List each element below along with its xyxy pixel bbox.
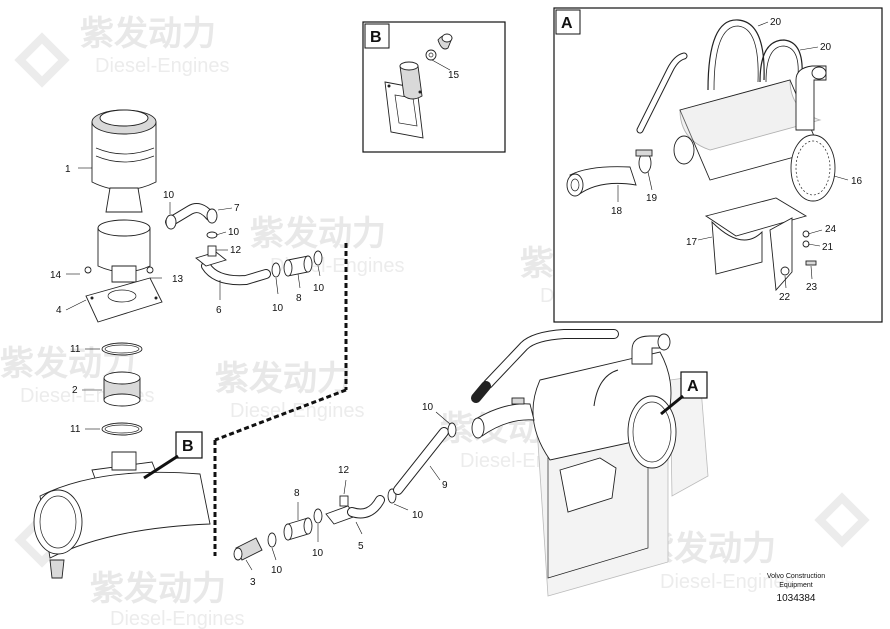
- part-label: 15: [448, 70, 460, 81]
- part-label: 18: [611, 206, 623, 217]
- part-label: 10: [422, 402, 434, 413]
- callout-a: A: [660, 371, 708, 416]
- upper-pipe-set: 10 7 10 12 6 10 8 10: [163, 190, 325, 316]
- detail-b-plug-part: [425, 33, 453, 61]
- part-label: 24: [825, 224, 837, 235]
- part-label: 11: [70, 424, 81, 435]
- part-label: 11: [70, 344, 81, 355]
- part-label: 22: [779, 292, 791, 303]
- watermark-brand-en: Diesel-Engines: [660, 571, 795, 593]
- precleaner-part: [91, 109, 157, 213]
- clamp-part: [206, 231, 218, 239]
- clamp-part: [271, 262, 281, 278]
- fitting-3-part: [233, 537, 263, 561]
- part-label: 21: [822, 242, 834, 253]
- detail-a-clamp-part: [635, 149, 653, 174]
- part-label: 10: [228, 227, 240, 238]
- part-label: 10: [163, 190, 175, 201]
- bracket-5-part: [325, 495, 385, 525]
- part-label: 20: [770, 17, 782, 28]
- hose-8b-part: [283, 517, 313, 541]
- watermark-brand-cn: 紫发动力: [90, 569, 226, 609]
- detail-box-a-letter: A: [561, 15, 573, 32]
- hose-clamp-upper-part: [101, 342, 143, 356]
- drawing-number: 1034384: [777, 593, 816, 604]
- part-label: 17: [686, 237, 698, 248]
- callout-b-letter: B: [182, 438, 194, 455]
- hose-clamp-lower-part: [101, 422, 143, 436]
- clamp-part: [313, 508, 323, 524]
- clamp-part: [165, 214, 177, 230]
- part-label: 10: [312, 548, 324, 559]
- part-label: 8: [296, 293, 302, 304]
- detail-b-flange-part: [384, 61, 424, 139]
- air-filter-housing-part: [33, 451, 211, 579]
- part-label: 10: [271, 565, 283, 576]
- part-label: 4: [56, 305, 62, 316]
- part-label: 10: [272, 303, 284, 314]
- footer-division: Equipment: [779, 582, 813, 589]
- watermark-brand-cn: 紫发动力: [250, 214, 386, 254]
- clamp-part: [267, 532, 277, 548]
- part-label: 1: [65, 164, 71, 175]
- detail-box-b-letter: B: [370, 29, 382, 46]
- air-cleaner-assembly: 1 14 13 4 11 2 11: [33, 109, 211, 579]
- clamp-part: [313, 250, 323, 266]
- pipe-9-part: [393, 427, 449, 495]
- silencer-pipe-part: [471, 329, 619, 403]
- detail-box-b: B 15: [362, 21, 506, 153]
- part-label: 16: [851, 176, 863, 187]
- callout-a-letter: A: [687, 378, 699, 395]
- detail-box-a: A: [553, 7, 883, 323]
- watermark-brand-en: Diesel-Engines: [230, 400, 365, 422]
- clamp-part: [447, 422, 457, 438]
- part-label: 6: [216, 305, 222, 316]
- mounting-plate-part: [85, 277, 163, 323]
- part-label: 9: [442, 480, 448, 491]
- watermark-brand-cn: 紫发动力: [80, 14, 216, 54]
- drawing-footer: Volvo Construction Equipment 1034384: [767, 573, 825, 604]
- footer-company: Volvo Construction: [767, 573, 825, 580]
- part-label: 14: [50, 270, 62, 281]
- silencer-body-part: [532, 333, 677, 469]
- watermark-brand-en: Diesel-Engines: [95, 55, 230, 77]
- part-label: 12: [338, 465, 350, 476]
- break-line: [213, 243, 348, 556]
- rubber-hose-part: [103, 371, 141, 407]
- silencer-inlet-elbow-part: [471, 397, 535, 439]
- watermark-brand-cn: 紫发动力: [215, 359, 351, 399]
- part-label: 7: [234, 203, 240, 214]
- part-label: 19: [646, 193, 658, 204]
- part-label: 20: [820, 42, 832, 53]
- part-label: 10: [412, 510, 424, 521]
- part-label: 8: [294, 488, 300, 499]
- intake-tube-part: [97, 219, 151, 283]
- part-label: 12: [230, 245, 242, 256]
- part-label: 2: [72, 385, 78, 396]
- detail-a-elbow-part: [566, 166, 637, 197]
- part-label: 10: [313, 283, 325, 294]
- part-label: 5: [358, 541, 364, 552]
- part-label: 23: [806, 282, 818, 293]
- watermark-brand-en: Diesel-Engines: [110, 608, 245, 629]
- part-label: 13: [172, 274, 184, 285]
- pipe-6-part: [195, 245, 271, 286]
- hose-8-part: [283, 255, 313, 277]
- elbow-upper-part: [165, 203, 218, 227]
- lower-pipe-set: 3 10 8 10 12 5 10 9 10: [233, 402, 457, 588]
- silencer-installation: [471, 329, 709, 597]
- callout-b: B: [143, 431, 203, 480]
- part-label: 3: [250, 577, 256, 588]
- detail-a-silencer-part: [636, 19, 836, 202]
- silencer-bracket-part: [559, 457, 617, 513]
